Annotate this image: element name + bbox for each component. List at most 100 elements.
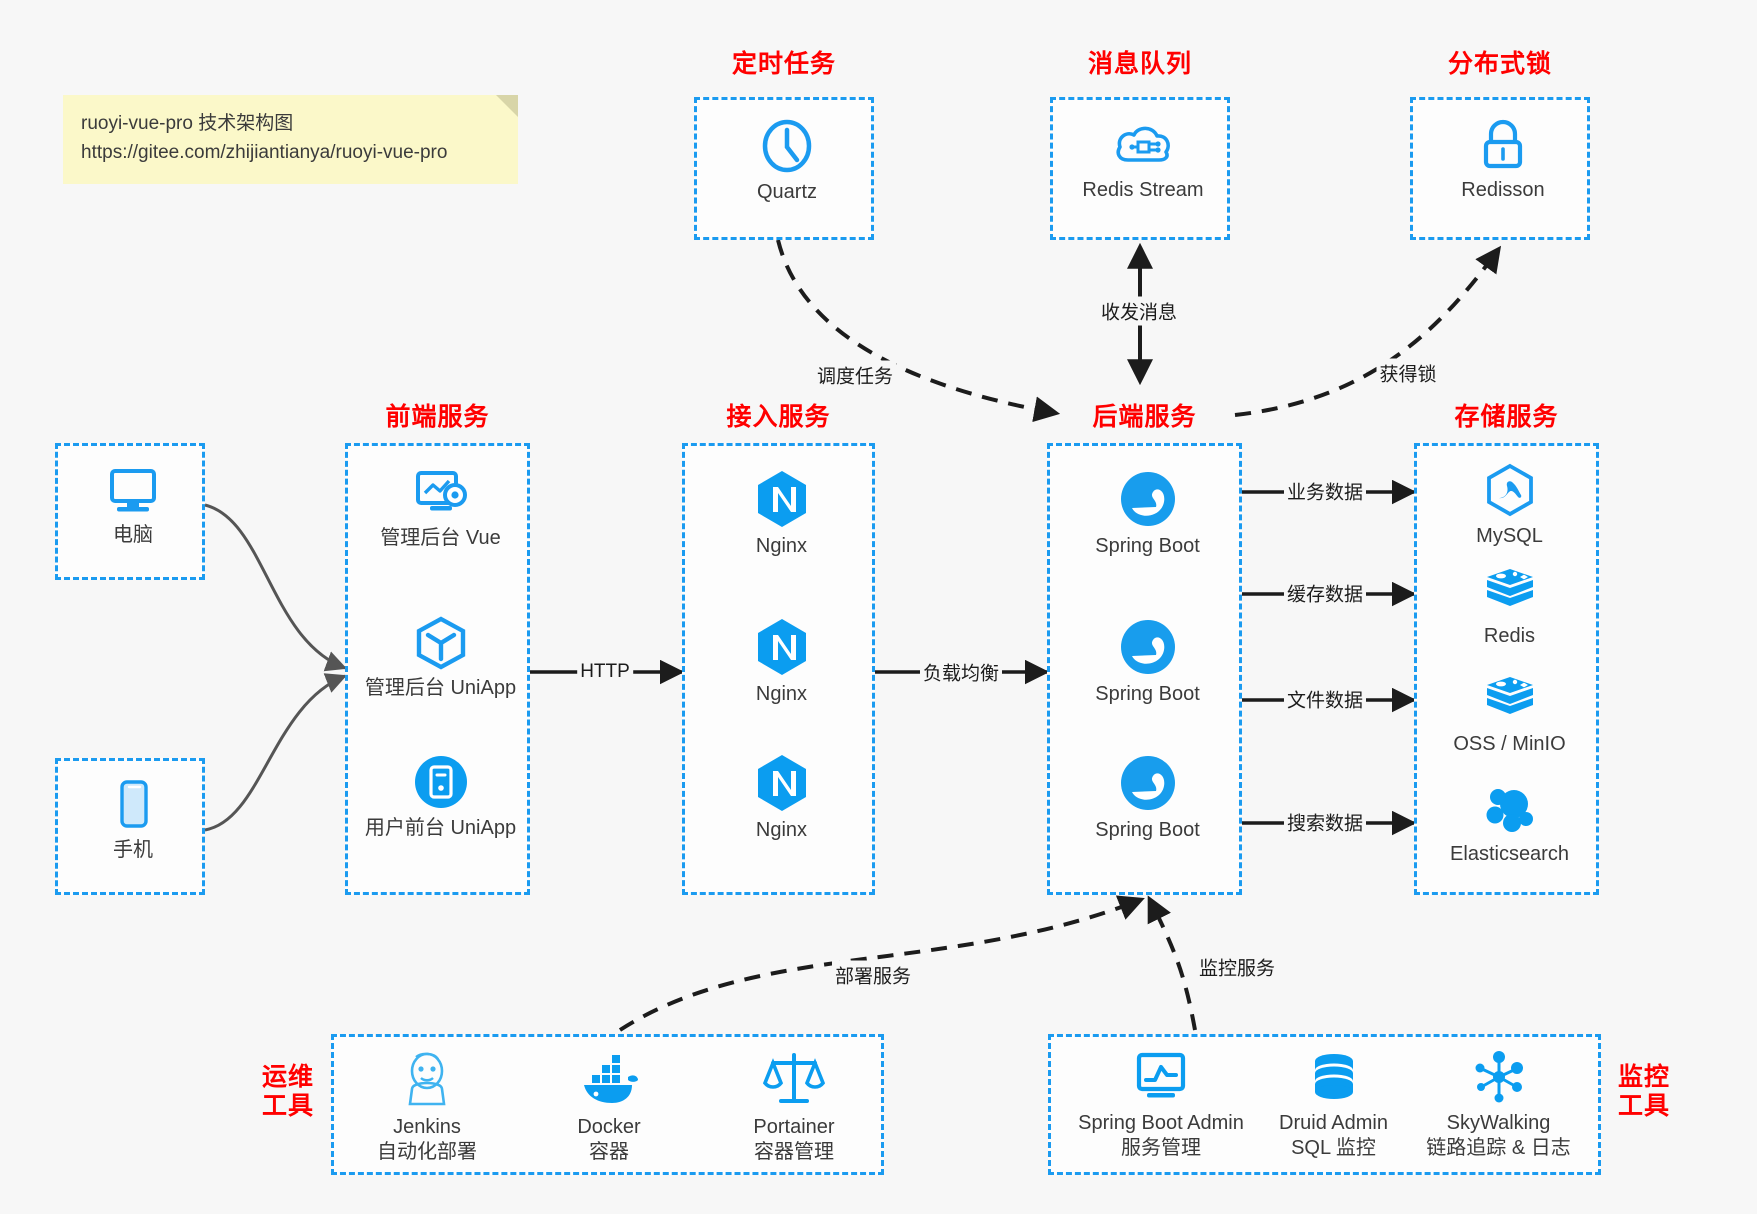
edge-label-business-data: 业务数据 [1283, 476, 1367, 506]
lock-icon [1483, 119, 1523, 169]
group-title-backend: 后端服务 [1092, 403, 1197, 431]
group-box-backend: Spring Boot Spring Boot Spring Boot [1047, 443, 1242, 895]
note-line-title: ruoyi-vue-pro 技术架构图 [81, 113, 294, 134]
node-skywalking[interactable]: SkyWalking 链路追踪 & 日志 [1396, 1049, 1601, 1161]
database-icon [1314, 1054, 1353, 1099]
sticky-note: ruoyi-vue-pro 技术架构图 https://gitee.com/zh… [63, 95, 518, 184]
spring-icon [1120, 620, 1175, 674]
node-sublabel: 容器管理 [754, 1141, 834, 1163]
edge-pc-to-frontend [204, 503, 347, 672]
group-title-devops-line2: 工具 [261, 1091, 314, 1120]
node-oss-minio[interactable]: OSS / MinIO [1417, 672, 1602, 757]
clock-icon [762, 119, 812, 173]
group-title-mq: 消息队列 [1087, 50, 1192, 78]
node-label: SkyWalking [1446, 1112, 1551, 1134]
edge-label-deploy-service: 部署服务 [831, 960, 915, 990]
scales-icon [763, 1053, 825, 1103]
node-pc[interactable]: 电脑 [58, 461, 208, 548]
node-nginx-3[interactable]: Nginx [685, 752, 878, 843]
group-title-devops-line1: 运维 [261, 1063, 314, 1091]
node-label: 用户前台 UniApp [364, 817, 517, 839]
node-redisson[interactable]: Redisson [1413, 116, 1593, 203]
group-box-monitor: Spring Boot Admin 服务管理 Druid Admin SQL 监… [1048, 1034, 1601, 1175]
node-spring-boot-3[interactable]: Spring Boot [1050, 752, 1245, 843]
monitor-chart-icon [1136, 1052, 1186, 1098]
edge-label-acquire-lock: 获得锁 [1376, 358, 1440, 388]
nginx-icon [757, 619, 806, 675]
docker-icon [584, 1055, 638, 1103]
edge-phone-to-frontend [204, 673, 347, 832]
group-title-monitor: 监控 工具 [1614, 1063, 1674, 1121]
edge-label-monitor-service: 监控服务 [1195, 952, 1279, 982]
edge-label-mq: 收发消息 [1097, 296, 1181, 326]
group-title-storage: 存储服务 [1454, 403, 1559, 431]
group-box-pc: 电脑 [55, 443, 205, 580]
elasticsearch-icon [1486, 789, 1533, 832]
node-label: OSS / MinIO [1453, 733, 1566, 755]
note-line-url: https://gitee.com/zhijiantianya/ruoyi-vu… [81, 142, 448, 164]
node-spring-boot-2[interactable]: Spring Boot [1050, 616, 1245, 707]
node-docker[interactable]: Docker 容器 [524, 1049, 694, 1165]
node-portainer[interactable]: Portainer 容器管理 [709, 1049, 879, 1165]
edge-monitor-service [1147, 895, 1197, 1031]
node-label: Redisson [1461, 179, 1545, 201]
node-jenkins[interactable]: Jenkins 自动化部署 [342, 1049, 512, 1165]
edge-label-search-data: 搜索数据 [1283, 807, 1367, 837]
edge-label-file-data: 文件数据 [1283, 684, 1367, 714]
node-label: Redis [1483, 625, 1536, 647]
group-box-storage: MySQL Redis OSS / MinIO [1414, 443, 1599, 895]
edge-acquire-lock [1234, 245, 1502, 417]
note-fold-corner [496, 95, 518, 117]
node-label: Elasticsearch [1450, 843, 1569, 865]
group-title-scheduler: 定时任务 [731, 50, 836, 78]
node-label: Nginx [755, 683, 808, 705]
group-title-monitor-line2: 工具 [1617, 1091, 1670, 1120]
node-mysql[interactable]: MySQL [1417, 462, 1602, 549]
node-label: 电脑 [113, 524, 153, 546]
nginx-icon [757, 755, 806, 811]
node-spring-boot-1[interactable]: Spring Boot [1050, 468, 1245, 559]
mobile-icon [120, 780, 148, 828]
node-nginx-1[interactable]: Nginx [685, 468, 878, 559]
node-redis[interactable]: Redis [1417, 564, 1602, 649]
node-sublabel: 容器 [589, 1141, 629, 1163]
node-label: Jenkins [393, 1116, 461, 1138]
node-redis-stream[interactable]: Redis Stream [1053, 116, 1233, 203]
group-box-mq: Redis Stream [1050, 97, 1230, 240]
app-icon [414, 756, 467, 808]
node-label: Quartz [756, 181, 818, 203]
group-title-devops: 运维 工具 [258, 1063, 318, 1121]
node-label: Nginx [755, 819, 808, 841]
group-box-gateway: Nginx Nginx Nginx [682, 443, 875, 895]
node-nginx-2[interactable]: Nginx [685, 616, 878, 707]
node-spring-boot-admin[interactable]: Spring Boot Admin 服务管理 [1056, 1049, 1266, 1161]
node-user-uniapp[interactable]: 用户前台 UniApp [348, 754, 533, 841]
edge-label-cache-data: 缓存数据 [1283, 578, 1367, 608]
group-box-phone: 手机 [55, 758, 205, 895]
node-quartz[interactable]: Quartz [697, 116, 877, 205]
node-label: 手机 [113, 839, 153, 861]
node-label: MySQL [1476, 525, 1543, 547]
node-label: Spring Boot [1095, 819, 1200, 841]
node-phone[interactable]: 手机 [58, 776, 208, 863]
node-sublabel: 自动化部署 [377, 1141, 477, 1163]
desktop-icon [110, 469, 156, 512]
group-box-frontend: 管理后台 Vue 管理后台 UniApp 用户前台 UniApp [345, 443, 530, 895]
group-title-gateway: 接入服务 [726, 403, 831, 431]
node-admin-vue[interactable]: 管理后台 Vue [348, 466, 533, 551]
node-admin-uniapp[interactable]: 管理后台 UniApp [348, 614, 533, 701]
node-elasticsearch[interactable]: Elasticsearch [1417, 782, 1602, 867]
node-druid-admin[interactable]: Druid Admin SQL 监控 [1251, 1049, 1416, 1161]
node-label: 管理后台 Vue [380, 527, 501, 549]
node-label: 管理后台 UniApp [364, 677, 517, 699]
node-sublabel: 服务管理 [1121, 1137, 1201, 1159]
edge-label-load-balance: 负载均衡 [919, 657, 1003, 687]
group-box-devops: Jenkins 自动化部署 Docker 容器 [331, 1034, 884, 1175]
node-label: Spring Boot [1095, 535, 1200, 557]
group-box-scheduler: Quartz [694, 97, 874, 240]
node-sublabel: SQL 监控 [1291, 1137, 1376, 1159]
node-label: Spring Boot Admin [1078, 1112, 1244, 1134]
group-title-lock: 分布式锁 [1447, 50, 1552, 78]
group-box-lock: Redisson [1410, 97, 1590, 240]
cube-icon [416, 616, 465, 670]
